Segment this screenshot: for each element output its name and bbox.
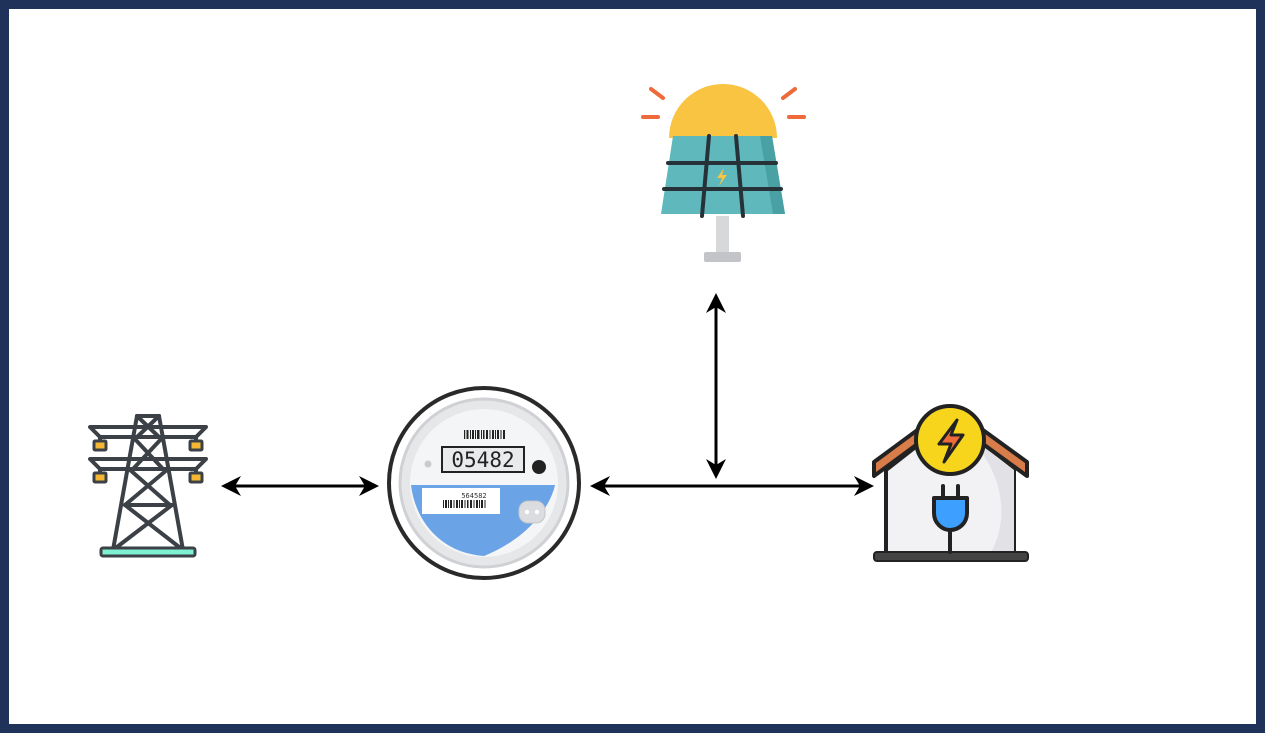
meter-barcode-top [464, 430, 505, 439]
smart-meter-icon: 05482 564582 [387, 386, 581, 580]
connection-arrows [221, 293, 874, 496]
house-power-icon [872, 404, 1029, 562]
meter-barcode-bottom [443, 500, 486, 508]
solar-panel-icon [641, 84, 806, 262]
meter-serial: 564582 [461, 492, 486, 500]
transmission-tower-icon [88, 414, 208, 558]
meter-reading: 05482 [451, 448, 514, 472]
